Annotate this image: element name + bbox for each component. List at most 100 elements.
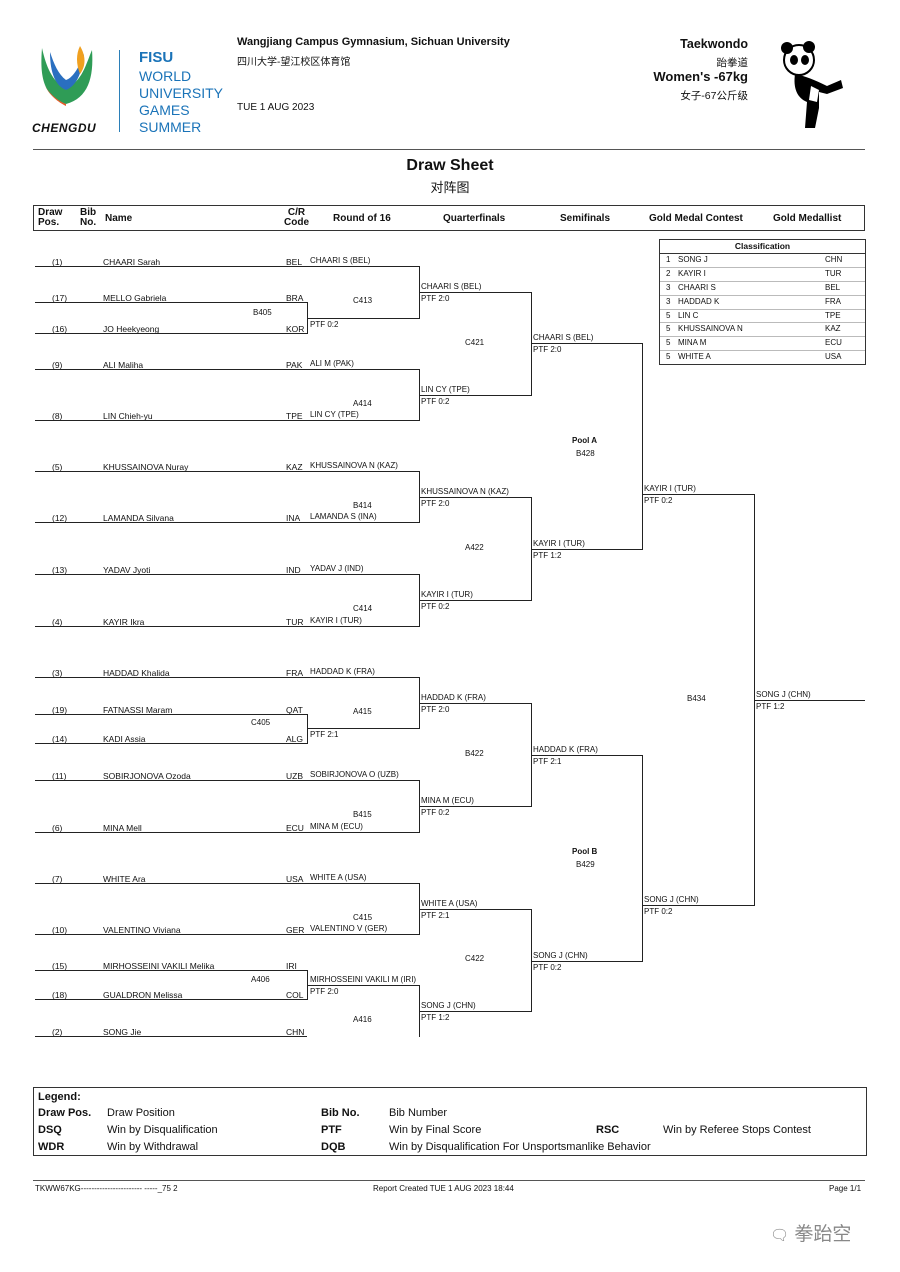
bracket-line [307,883,419,884]
classification-code: CHN [825,255,843,264]
athlete-pos: (15) [52,961,68,971]
athlete-code: IND [286,565,301,575]
bracket-line [35,743,307,744]
classification-rank: 1 [666,255,671,264]
bracket-line [307,728,419,729]
r16-contest: B414 [353,500,372,510]
venue: Wangjiang Campus Gymnasium, Sichuan Univ… [237,36,510,48]
r16-contest: C413 [353,296,373,305]
qf-score: PTF 2:0 [421,705,450,714]
classification-name: SONG J [678,255,708,264]
bracket-line [307,714,308,744]
athlete-pos: (17) [52,293,68,303]
classification-name: KHUSSAINOVA N [678,324,743,334]
athlete-code: ALG [286,734,304,744]
classification-code: KAZ [825,324,841,334]
bracket-line [419,292,531,293]
classification-code: TPE [825,310,841,320]
athlete-code: GER [286,925,305,935]
legend-abbr: RSC [596,1124,620,1136]
athlete-name: ALI Maliha [103,360,144,370]
pool-contest: B429 [576,860,595,869]
classification-name: WHITE A [678,352,711,362]
athlete-name: KHUSSAINOVA Nuray [103,462,189,472]
bracket-line [35,522,307,523]
chat-bubble-icon: 🗨︎ [770,1227,790,1244]
sf-score: PTF 2:0 [533,345,562,354]
athlete-code: UZB [286,771,303,781]
bracket-line [419,1011,531,1012]
col-gold-medallist: Gold Medallist [773,213,842,224]
qf-winner: KHUSSAINOVA N (KAZ) [421,487,509,496]
athlete-name: VALENTINO Viviana [103,925,181,935]
col-round-of-16: Round of 16 [333,213,391,224]
athlete-name: LIN Chieh-yu [103,411,153,421]
athlete-code: KOR [286,324,305,334]
bracket-line [307,522,419,523]
prelim-score: PTF 0:2 [310,320,339,329]
athlete-code: TUR [286,617,304,627]
r16-contest: B415 [353,810,372,819]
bracket-line [754,700,865,701]
athlete-code: FRA [286,668,303,678]
legend-desc: Win by Final Score [389,1124,482,1136]
bracket-line [35,934,307,935]
prelim-score: PTF 2:1 [310,730,339,739]
classification-name: LIN C [678,310,699,320]
qf-score: PTF 0:2 [421,397,450,406]
r16-top-name: MIRHOSSEINI VAKILI M (IRI) [310,975,417,984]
sf-winner: CHAARI S (BEL) [533,333,594,342]
bracket-line [307,574,419,575]
athlete-pos: (7) [52,874,63,884]
athlete-pos: (1) [52,257,63,267]
athlete-code: BRA [286,293,304,303]
classification-code: FRA [825,296,841,306]
sf-winner: KAYIR I (TUR) [533,539,585,548]
gmc-score: PTF 0:2 [644,907,673,916]
sf-score: PTF 1:2 [533,551,562,560]
classification-rank: 5 [666,338,671,348]
classification-code: BEL [825,282,841,292]
classification-title: Classification [660,240,865,254]
athlete-name: FATNASSI Maram [103,705,173,715]
sf-winner: HADDAD K (FRA) [533,745,598,754]
athlete-pos: (4) [52,617,63,627]
classification-rank: 5 [666,324,671,334]
qf-contest: B422 [465,748,484,758]
r16-bottom-name: LAMANDA S (INA) [310,512,377,521]
bracket-line [419,395,531,396]
r16-top-name: YADAV J (IND) [310,564,364,573]
athlete-pos: (8) [52,411,63,421]
r16-top-name: CHAARI S (BEL) [310,256,371,265]
athlete-pos: (18) [52,990,68,1000]
bracket-line [642,905,754,906]
athlete-code: PAK [286,360,303,370]
qf-contest: A422 [465,542,484,552]
sf-winner: SONG J (CHN) [533,951,588,960]
pool-name: Pool B [572,847,598,856]
event-name-cn: 女子-67公斤级 [680,90,748,102]
bracket-line [307,934,419,935]
champion-name: SONG J (CHN) [756,690,811,699]
legend-abbr: DQB [321,1141,346,1153]
games-logo-icon [36,44,98,116]
fisu-label: FISU [139,49,174,66]
legend-desc: Win by Withdrawal [107,1141,199,1153]
athlete-name: KAYIR Ikra [103,617,145,627]
bracket-line [642,343,643,550]
athlete-code: ECU [286,823,304,833]
r16-contest: A414 [353,398,372,408]
r16-top-name: KHUSSAINOVA N (KAZ) [310,461,398,470]
athlete-name: KADI Assia [103,734,146,744]
classification-name: HADDAD K [678,296,720,306]
prelim-contest: C405 [251,718,271,727]
bracket-line [531,549,642,550]
prelim-contest: A406 [251,975,270,984]
qf-score: PTF 2:1 [421,911,450,920]
bracket-line [307,780,419,781]
legend-abbr: WDR [38,1141,65,1153]
